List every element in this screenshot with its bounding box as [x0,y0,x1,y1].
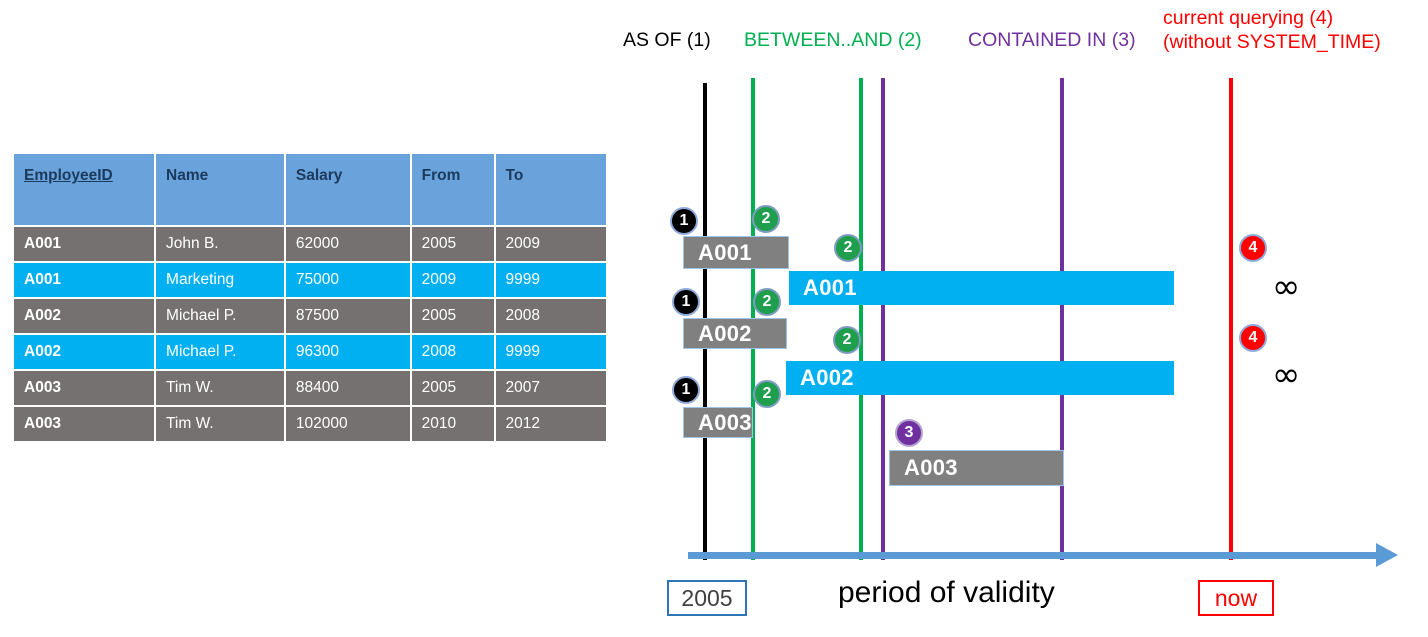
marker-between-a001-current: 2 [834,234,862,262]
cell-salary: 88400 [285,371,410,405]
axis-caption: period of validity [838,576,1055,609]
marker-between-a002-current: 2 [833,326,861,354]
query-line-contained-end [1060,78,1064,560]
cell-employeeid: A001 [14,227,155,261]
marker-current-a001: 4 [1239,234,1267,262]
legend-current-querying-line2: (without SYSTEM_TIME) [1163,31,1381,53]
employee-history-table: EmployeeID Name Salary From To A001 John… [12,152,608,443]
cell-from: 2010 [411,407,494,441]
cell-to: 2012 [495,407,606,441]
cell-salary: 96300 [285,335,410,369]
cell-to: 2007 [495,371,606,405]
time-axis-arrow-icon [1376,543,1398,567]
cell-from: 2005 [411,227,494,261]
table-header-row: EmployeeID Name Salary From To [14,154,606,225]
timeline-bar-a001-current: A001 [789,271,1174,305]
legend-between-and: BETWEEN..AND (2) [744,29,922,51]
marker-current-a002: 4 [1239,324,1267,352]
marker-as-of-a002: 1 [672,288,700,316]
timeline-bar-a003-historical: A003 [683,407,753,438]
cell-to: 2009 [495,227,606,261]
table-row: A003 Tim W. 88400 2005 2007 [14,371,606,405]
marker-contained-in-a003: 3 [895,419,923,447]
cell-to: 2008 [495,299,606,333]
table-row: A002 Michael P. 87500 2005 2008 [14,299,606,333]
table-row: A001 Marketing 75000 2009 9999 [14,263,606,297]
axis-tick-start: 2005 [667,580,747,616]
cell-employeeid: A003 [14,371,155,405]
timeline-bar-a002-historical: A002 [683,318,787,349]
cell-employeeid: A003 [14,407,155,441]
column-header-name: Name [156,154,284,225]
query-line-contained-start [881,78,885,560]
timeline-bar-a001-historical: A001 [683,236,789,269]
cell-employeeid: A001 [14,263,155,297]
column-header-salary: Salary [285,154,410,225]
query-line-now [1229,78,1233,560]
timeline-bar-label: A001 [698,239,752,265]
infinity-symbol-a001: ∞ [1272,267,1301,307]
time-axis-line [688,552,1378,559]
timeline-bar-label: A003 [904,455,958,480]
marker-between-a001-historical: 2 [752,205,780,233]
timeline-bar-label: A003 [698,409,752,435]
cell-from: 2005 [411,299,494,333]
cell-name: Tim W. [156,407,284,441]
cell-name: Tim W. [156,371,284,405]
timeline-bar-a002-current: A002 [786,361,1174,395]
cell-name: Michael P. [156,299,284,333]
column-header-employeeid: EmployeeID [14,154,155,225]
marker-as-of-a003: 1 [672,376,700,404]
table-row: A002 Michael P. 96300 2008 9999 [14,335,606,369]
cell-salary: 102000 [285,407,410,441]
table-header: EmployeeID Name Salary From To [14,154,606,225]
cell-to: 9999 [495,263,606,297]
cell-salary: 62000 [285,227,410,261]
cell-name: Michael P. [156,335,284,369]
cell-from: 2009 [411,263,494,297]
timeline-bar-a003-second: A003 [889,450,1064,486]
timeline-bar-label: A002 [698,320,752,346]
cell-from: 2005 [411,371,494,405]
query-line-between-end [859,78,863,560]
axis-tick-now: now [1198,580,1274,616]
cell-employeeid: A002 [14,299,155,333]
cell-name: John B. [156,227,284,261]
legend-contained-in: CONTAINED IN (3) [968,29,1136,51]
table-row: A001 John B. 62000 2005 2009 [14,227,606,261]
table-body: A001 John B. 62000 2005 2009 A001 Market… [14,227,606,441]
infinity-symbol-a002: ∞ [1272,355,1301,395]
cell-salary: 75000 [285,263,410,297]
legend-current-querying-line1: current querying (4) [1163,7,1334,29]
marker-between-a003-historical: 2 [753,380,781,408]
legend-as-of: AS OF (1) [623,29,711,51]
timeline-bar-label: A002 [800,365,854,390]
cell-employeeid: A002 [14,335,155,369]
table-row: A003 Tim W. 102000 2010 2012 [14,407,606,441]
marker-as-of-a001: 1 [670,207,698,235]
timeline-bar-label: A001 [803,275,857,300]
cell-from: 2008 [411,335,494,369]
marker-between-a002-historical: 2 [753,288,781,316]
cell-to: 9999 [495,335,606,369]
column-header-from: From [411,154,494,225]
column-header-to: To [495,154,606,225]
cell-name: Marketing [156,263,284,297]
cell-salary: 87500 [285,299,410,333]
